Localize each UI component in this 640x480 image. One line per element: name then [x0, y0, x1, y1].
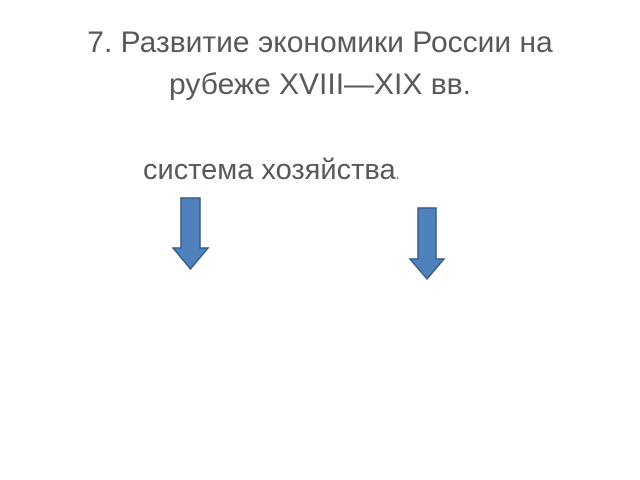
subtitle-period: .: [395, 166, 400, 182]
arrow-down-icon: [408, 207, 446, 281]
title-line-1: 7. Развитие экономики России на: [87, 26, 553, 59]
arrow-down-icon: [172, 197, 210, 271]
slide-title: 7. Развитие экономики России на рубеже X…: [0, 22, 640, 106]
subtitle-text: система хозяйства: [143, 154, 396, 186]
slide-subtitle: система хозяйства.: [143, 150, 399, 194]
title-line-2: рубеже XVIII—XIX вв.: [169, 68, 471, 101]
